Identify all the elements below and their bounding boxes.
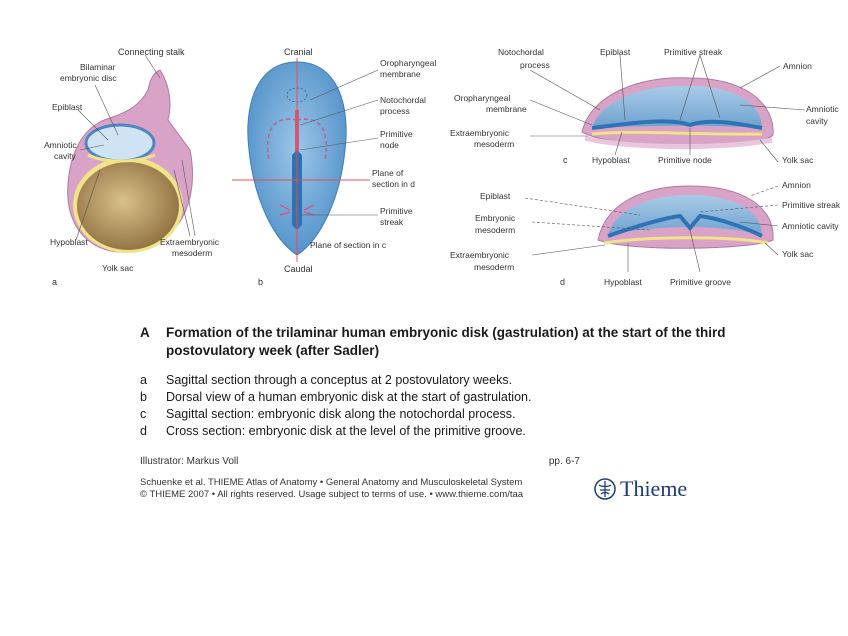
label-streak: streak — [380, 217, 404, 227]
label-epiblast: Epiblast — [480, 191, 511, 201]
label-amniotic: Amniotic — [44, 140, 77, 150]
caption-item-key: c — [140, 407, 147, 421]
thieme-logo: Thieme — [594, 476, 687, 502]
label-yolk-sac: Yolk sac — [782, 155, 814, 165]
copyright-credit: Schuenke et al. THIEME Atlas of Anatomy … — [140, 477, 590, 501]
label-hypoblast: Hypoblast — [50, 237, 88, 247]
panel-c: Notochordal process Epiblast Primitive s… — [450, 47, 839, 165]
caption-list: a Sagittal section through a conceptus a… — [140, 372, 740, 440]
page-reference: pp. 6-7 — [548, 456, 580, 467]
thieme-seal-icon — [594, 478, 616, 500]
label-notochordal: Notochordal — [498, 47, 544, 57]
label-epiblast: Epiblast — [600, 47, 631, 57]
caption-item-text: Cross section: embryonic disk at the lev… — [166, 424, 526, 438]
label-amnion: Amnion — [783, 61, 812, 71]
label-embryonic-mesoderm: mesoderm — [475, 225, 515, 235]
label-embryonic: Embryonic — [475, 213, 516, 223]
label-yolk-sac: Yolk sac — [102, 263, 134, 273]
label-amniotic-cavity: cavity — [806, 116, 828, 126]
label-oro-membrane: membrane — [380, 69, 421, 79]
credit-line-2: © THIEME 2007 • All rights reserved. Usa… — [140, 489, 524, 500]
caption-item: d Cross section: embryonic disk at the l… — [140, 423, 740, 440]
label-cranial: Cranial — [284, 47, 313, 57]
caption-title: Formation of the trilaminar human embryo… — [166, 325, 726, 358]
panel-letter-c: c — [563, 155, 568, 165]
illustrator-credit: Illustrator: Markus Voll — [140, 456, 239, 467]
label-bilaminar-2: embryonic disc — [60, 73, 117, 83]
label-extraembryonic: Extraembryonic — [160, 237, 220, 247]
logo-wordmark: Thieme — [620, 476, 688, 501]
label-mesoderm: mesoderm — [474, 139, 514, 149]
panel-d: Epiblast Amnion Primitive streak Embryon… — [450, 180, 841, 287]
label-amniotic: Amniotic — [806, 104, 839, 114]
caption-item-key: a — [140, 373, 147, 387]
panel-a: Connecting stalk Bilaminar embryonic dis… — [44, 47, 220, 287]
credit-line-1: Schuenke et al. THIEME Atlas of Anatomy … — [140, 477, 523, 488]
label-yolk-sac: Yolk sac — [782, 249, 814, 259]
caption-item-key: b — [140, 390, 147, 404]
panel-letter-d: d — [560, 277, 565, 287]
label-primitive-streak: Primitive — [380, 206, 413, 216]
caption-item: b Dorsal view of a human embryonic disk … — [140, 389, 740, 406]
label-primitive-streak: Primitive streak — [782, 200, 841, 210]
label-hypoblast: Hypoblast — [604, 277, 642, 287]
label-primitive-node: Primitive node — [658, 155, 712, 165]
caption-item-text: Sagittal section through a conceptus at … — [166, 373, 513, 387]
panel-letter-a: a — [52, 277, 57, 287]
label-bilaminar: Bilaminar — [80, 62, 116, 72]
panel-b: Cranial Caudal Oropharyngeal membrane No… — [232, 47, 436, 287]
label-plane-c: Plane of section in c — [310, 240, 387, 250]
label-primitive-node: Primitive — [380, 129, 413, 139]
label-primitive-streak: Primitive streak — [664, 47, 723, 57]
label-extraembryonic: Extraembryonic — [450, 128, 510, 138]
caption-item-key: d — [140, 424, 147, 438]
label-oro-membrane: membrane — [486, 104, 527, 114]
label-mesoderm: mesoderm — [172, 248, 212, 258]
label-amniotic-cavity: Amniotic cavity — [782, 221, 839, 231]
label-plane-d: Plane of — [372, 168, 404, 178]
caption-title-row: A Formation of the trilaminar human embr… — [140, 324, 740, 360]
figure-caption: A Formation of the trilaminar human embr… — [140, 324, 740, 440]
label-oropharyngeal: Oropharyngeal — [454, 93, 510, 103]
label-caudal: Caudal — [284, 264, 313, 274]
label-plane-d-2: section in d — [372, 179, 415, 189]
label-hypoblast: Hypoblast — [592, 155, 630, 165]
gastrulation-figure: Connecting stalk Bilaminar embryonic dis… — [44, 47, 841, 287]
label-oropharyngeal: Oropharyngeal — [380, 58, 436, 68]
label-node: node — [380, 140, 399, 150]
label-mesoderm: mesoderm — [474, 262, 514, 272]
illustrator-row: Illustrator: Markus Voll pp. 6-7 — [140, 456, 580, 467]
panel-letter-b: b — [258, 277, 263, 287]
label-noto-process: process — [380, 106, 410, 116]
label-noto-process: process — [520, 60, 550, 70]
label-amniotic-2: cavity — [54, 151, 76, 161]
label-amnion: Amnion — [782, 180, 811, 190]
label-extraembryonic: Extraembryonic — [450, 250, 510, 260]
caption-item: a Sagittal section through a conceptus a… — [140, 372, 740, 389]
caption-item-text: Sagittal section: embryonic disk along t… — [166, 407, 516, 421]
caption-item-text: Dorsal view of a human embryonic disk at… — [166, 390, 532, 404]
label-connecting-stalk: Connecting stalk — [118, 47, 185, 57]
label-epiblast: Epiblast — [52, 102, 83, 112]
caption-letter: A — [140, 325, 150, 340]
label-notochordal: Notochordal — [380, 95, 426, 105]
caption-item: c Sagittal section: embryonic disk along… — [140, 406, 740, 423]
label-primitive-groove: Primitive groove — [670, 277, 731, 287]
